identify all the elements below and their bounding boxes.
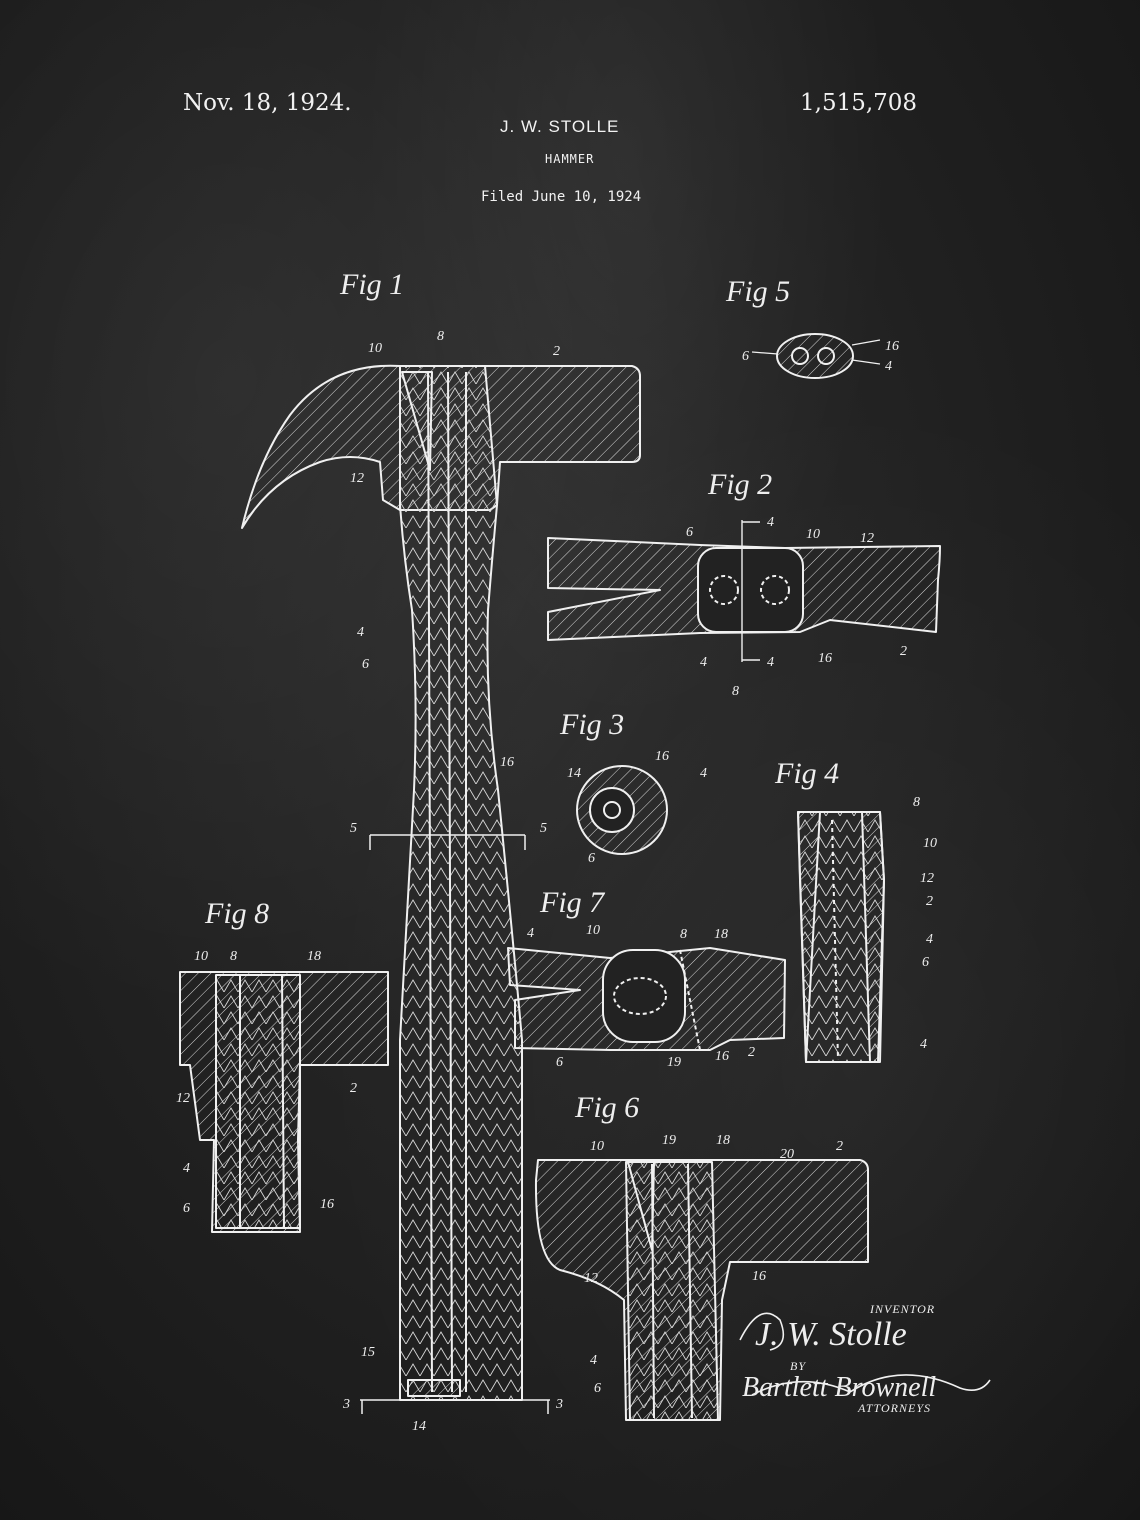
ref-10-fig2: 10 (806, 527, 820, 542)
ref-12-fig4: 12 (920, 871, 934, 886)
ref-19-fig7: 19 (667, 1055, 681, 1070)
signature-strokes (739, 1312, 991, 1396)
fig2-label: Fig 2 (707, 468, 772, 501)
ref-16-fig8: 16 (320, 1197, 334, 1212)
inventor-name: J. W. STOLLE (500, 117, 620, 136)
ref-2-fig8: 2 (350, 1081, 357, 1096)
fig7-label: Fig 7 (539, 886, 606, 919)
ref-6-fig5: 6 (742, 349, 749, 364)
ref-8: 8 (437, 329, 444, 344)
ref-14: 14 (412, 1419, 426, 1434)
ref-2-fig7: 2 (748, 1045, 755, 1060)
ref-10-fig8: 10 (194, 949, 208, 964)
ref-8-fig2: 8 (732, 684, 739, 699)
ref-10: 10 (368, 341, 382, 356)
ref-6-fig8: 6 (183, 1201, 190, 1216)
ref-3-left: 3 (342, 1397, 350, 1412)
fig3-drawing (576, 765, 668, 855)
fig8-drawing (179, 971, 389, 1233)
ref-12: 12 (350, 471, 364, 486)
fig1-label: Fig 1 (339, 268, 404, 301)
ref-16-fig5: 16 (885, 339, 899, 354)
fig6-drawing (534, 1159, 869, 1421)
ref-16-fig3: 16 (655, 749, 669, 764)
ref-14-fig3: 14 (567, 766, 581, 781)
fig2-drawing (547, 520, 941, 662)
ref-12-fig2: 12 (860, 531, 874, 546)
inventor-caption: INVENTOR (869, 1302, 935, 1316)
ref-20-fig6: 20 (780, 1147, 794, 1162)
filed-date: Filed June 10, 1924 (481, 189, 642, 205)
ref-6-fig6: 6 (594, 1381, 601, 1396)
ref-10-fig4: 10 (923, 836, 937, 851)
ref-4-fig5: 4 (885, 359, 892, 374)
fig4-drawing (797, 811, 885, 1063)
fig5-label: Fig 5 (725, 275, 790, 308)
ref-16: 16 (500, 755, 514, 770)
attorneys-caption: ATTORNEYS (857, 1401, 931, 1415)
ref-6: 6 (362, 657, 369, 672)
ref-16-fig2: 16 (818, 651, 832, 666)
fig8-label: Fig 8 (204, 897, 269, 930)
ref-6-fig3: 6 (588, 851, 595, 866)
ref-19-fig6: 19 (662, 1133, 676, 1148)
ref-12-fig8: 12 (176, 1091, 190, 1106)
ref-4-fig6: 4 (590, 1353, 597, 1368)
ref-6-fig7: 6 (556, 1055, 563, 1070)
ref-10-fig6: 10 (590, 1139, 604, 1154)
ref-18-fig8: 18 (307, 949, 321, 964)
fig1-drawing (241, 364, 641, 1414)
fig7-drawing (507, 947, 786, 1051)
ref-16-fig6: 16 (752, 1269, 766, 1284)
patent-date: Nov. 18, 1924. (183, 90, 352, 116)
fig4-label: Fig 4 (774, 757, 839, 790)
ref-5-right: 5 (540, 821, 547, 836)
patent-title: HAMMER (545, 152, 595, 166)
ref-4-fig2-bottom: 4 (767, 655, 774, 670)
ref-16-fig7: 16 (715, 1049, 729, 1064)
ref-8-fig4: 8 (913, 795, 920, 810)
ref-4-fig3: 4 (700, 766, 707, 781)
ref-4-fig7: 4 (527, 926, 534, 941)
inventor-signature: J. W. Stolle (755, 1316, 907, 1353)
ref-4-fig8: 4 (183, 1161, 190, 1176)
ref-4-fig4-top: 4 (926, 932, 933, 947)
fig5-drawing (751, 333, 881, 379)
by-caption: BY (790, 1359, 806, 1373)
ref-4-fig2-left: 4 (700, 655, 707, 670)
ref-5-left: 5 (350, 821, 357, 836)
ref-18-fig6: 18 (716, 1133, 730, 1148)
ref-6-fig4: 6 (922, 955, 929, 970)
fig6-label: Fig 6 (574, 1091, 639, 1124)
ref-3-right: 3 (555, 1397, 563, 1412)
ref-10-fig7: 10 (586, 923, 600, 938)
fig3-label: Fig 3 (559, 708, 624, 741)
patent-number: 1,515,708 (800, 90, 918, 116)
ref-2: 2 (553, 344, 560, 359)
reference-numerals: 2 8 10 12 4 6 16 5 5 15 3 3 14 16 4 6 6 … (176, 329, 937, 1434)
ref-4-fig4-bottom: 4 (920, 1037, 927, 1052)
ref-2-fig6: 2 (836, 1139, 843, 1154)
ref-4-fig2-top: 4 (767, 515, 774, 530)
ref-4: 4 (357, 625, 364, 640)
ref-18-fig7: 18 (714, 927, 728, 942)
ref-6-fig2: 6 (686, 525, 693, 540)
ref-2-fig4: 2 (926, 894, 933, 909)
ref-15: 15 (361, 1345, 375, 1360)
ref-12-fig6: 12 (584, 1271, 598, 1286)
ref-2-fig2: 2 (900, 644, 907, 659)
ref-8-fig8: 8 (230, 949, 237, 964)
ref-8-fig7: 8 (680, 927, 687, 942)
attorneys-signature: Bartlett Brownell (742, 1372, 936, 1403)
